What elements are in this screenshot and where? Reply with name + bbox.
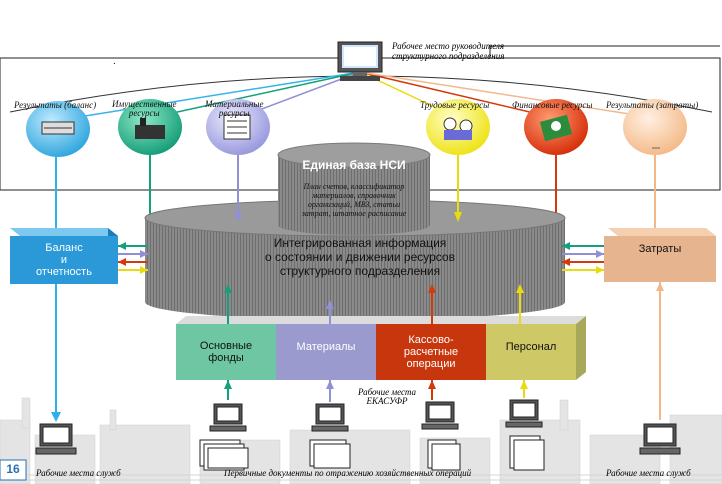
nsi-database-cylinder (277, 142, 431, 235)
page-number: 16 (6, 462, 20, 476)
nsi-title: Единая база НСИ (302, 158, 406, 172)
ekasufr-workstations-label: Рабочие места ЕКАСУФР (357, 387, 417, 406)
service-workstations-left-label: Рабочие места служб (36, 468, 121, 478)
balance-reporting-box: Баланс и отчетность (36, 242, 92, 278)
module-materials: Материалы (296, 341, 356, 353)
module-fixed-assets: Основные фонды (199, 340, 253, 364)
right-box-shape (604, 228, 716, 282)
module-bars (176, 316, 586, 380)
category-label-results-costs: Результаты (затраты) (606, 100, 699, 110)
page-number-badge (0, 459, 27, 481)
category-label-property-resources: Имущественные ресурсы (112, 99, 177, 118)
module-cash-operations: Кассово- расчетные операции (403, 334, 459, 370)
left-box-shape (10, 228, 118, 284)
module-personnel: Персонал (505, 341, 557, 353)
service-workstations-right-label: Рабочие места служб (606, 468, 691, 478)
category-label-financial-resources: Финансовые ресурсы (512, 100, 593, 110)
integrated-info-text: Интегрированная информация о состоянии и… (265, 236, 455, 278)
category-label-results-balance: Результаты (баланс) (14, 100, 97, 110)
manager-workstation-label: Рабочее место руководителя структурного … (392, 41, 505, 61)
category-label-labor-resources: Трудовые ресурсы (420, 100, 490, 110)
category-circles (26, 99, 687, 157)
manager-computer-icon (337, 41, 383, 81)
workstation-icons (35, 399, 681, 471)
primary-documents-label: Первичные документы по отражению хозяйст… (224, 468, 472, 478)
category-label-material-resources: Материальные ресурсы (205, 99, 264, 118)
costs-box: Затраты (638, 243, 682, 255)
dot-mark: . (113, 56, 116, 67)
nsi-description: План счетов, классификатор материалов, с… (301, 182, 407, 218)
